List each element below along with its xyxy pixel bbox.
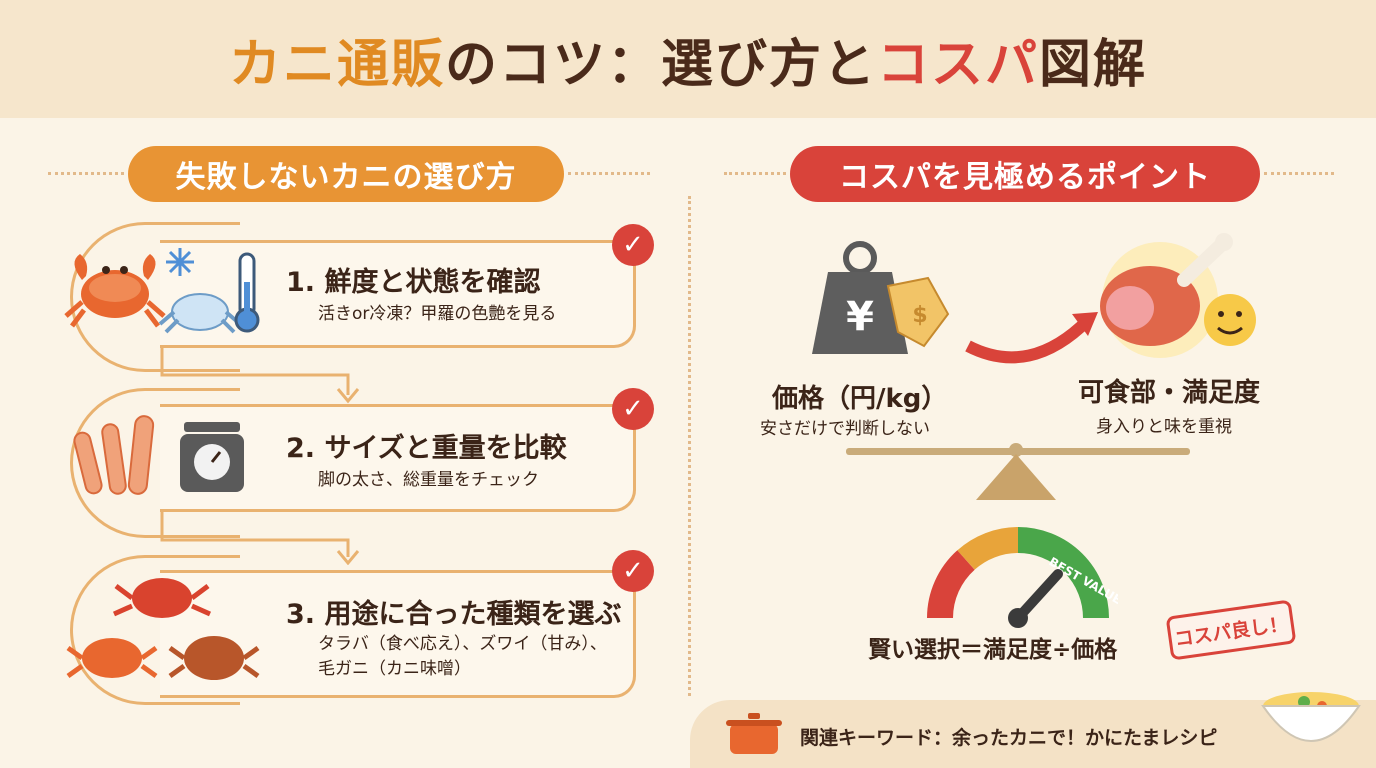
- snowflake-icon: [166, 248, 194, 276]
- footer-band: [690, 700, 1376, 768]
- edible-subtitle: 身入りと味を重視: [1096, 417, 1232, 437]
- dotted-rule-right-a: [724, 172, 786, 175]
- step-1-check-icon: ✓: [612, 224, 654, 266]
- step-2-card: [160, 404, 636, 512]
- step-1-title: 1. 鮮度と状態を確認: [286, 267, 541, 298]
- step-1-arc: [70, 222, 240, 372]
- snow-crab-icon: [66, 638, 158, 679]
- bowl-icon: [1261, 692, 1361, 742]
- dotted-rule-right-b: [1264, 172, 1334, 175]
- svg-text:$: $: [912, 303, 927, 328]
- gauge-icon: BEST VALUE: [927, 527, 1118, 628]
- red-arrow: [965, 315, 1093, 364]
- step-3-title: 3. 用途に合った種類を選ぶ: [286, 599, 622, 630]
- value-balance-illustration: ¥ $: [812, 233, 1256, 500]
- title-part-1: カニ通販: [228, 34, 445, 95]
- weight-icon: ¥: [812, 241, 908, 354]
- formula-text: 賢い選択＝満足度÷価格: [868, 637, 1118, 663]
- crab-legs-icon: [73, 415, 155, 495]
- smile-icon: [1204, 294, 1256, 346]
- step-1-subtitle: 活きor冷凍？甲羅の色艶を見る: [318, 304, 557, 324]
- thermometer-icon: [234, 252, 260, 333]
- crab-icon: [64, 254, 166, 328]
- center-divider: [688, 196, 691, 696]
- step-connectors: [160, 345, 360, 565]
- step-2-title: 2. サイズと重量を比較: [286, 433, 567, 464]
- step-3-check-icon: ✓: [612, 550, 654, 592]
- cost-value-stamp: コスパ良し！: [1165, 599, 1297, 661]
- title-part-4: 図解: [1039, 34, 1148, 95]
- price-subtitle: 安さだけで判断しない: [760, 419, 930, 439]
- title-part-2: のコツ：選び方と: [444, 34, 877, 95]
- yen-icon: ¥: [846, 294, 874, 340]
- meat-icon: [1100, 233, 1233, 358]
- pot-icon: [726, 713, 782, 754]
- step-3-arc: [70, 555, 240, 705]
- step-2-icons: [73, 415, 244, 495]
- balance-icon: [846, 443, 1190, 500]
- step-3-card: [160, 570, 636, 698]
- step-3-icons: [66, 578, 260, 680]
- step-2-subtitle: 脚の太さ、総重量をチェック: [318, 470, 539, 490]
- related-keyword-link[interactable]: 関連キーワード：余ったカニで！かにたまレシピ: [800, 727, 1218, 749]
- edible-label: 可食部・満足度: [1078, 378, 1261, 408]
- right-section-heading: コスパを見極めるポイント: [790, 146, 1260, 202]
- dotted-rule-left-b: [568, 172, 650, 175]
- page-title: カニ通販のコツ：選び方とコスパ図解: [229, 22, 1147, 97]
- title-part-3: コスパ: [877, 34, 1040, 95]
- header: カニ通販のコツ：選び方とコスパ図解: [0, 0, 1376, 118]
- step-1-icons: [64, 248, 260, 334]
- step-3-subtitle: タラバ（食べ応え）、ズワイ（甘み）、 毛ガニ（カニ味噌）: [318, 634, 607, 679]
- step-2-check-icon: ✓: [612, 388, 654, 430]
- hairy-crab-icon: [168, 636, 260, 680]
- frozen-crab-icon: [158, 293, 242, 334]
- scale-icon: [180, 422, 244, 492]
- left-section-heading: 失敗しないカニの選び方: [128, 146, 564, 202]
- step-2-arc: [70, 388, 240, 538]
- price-label: 価格（円/kg）: [772, 384, 948, 414]
- price-tag-icon: $: [886, 276, 950, 348]
- king-crab-icon: [112, 578, 212, 618]
- dotted-rule-left-a: [48, 172, 124, 175]
